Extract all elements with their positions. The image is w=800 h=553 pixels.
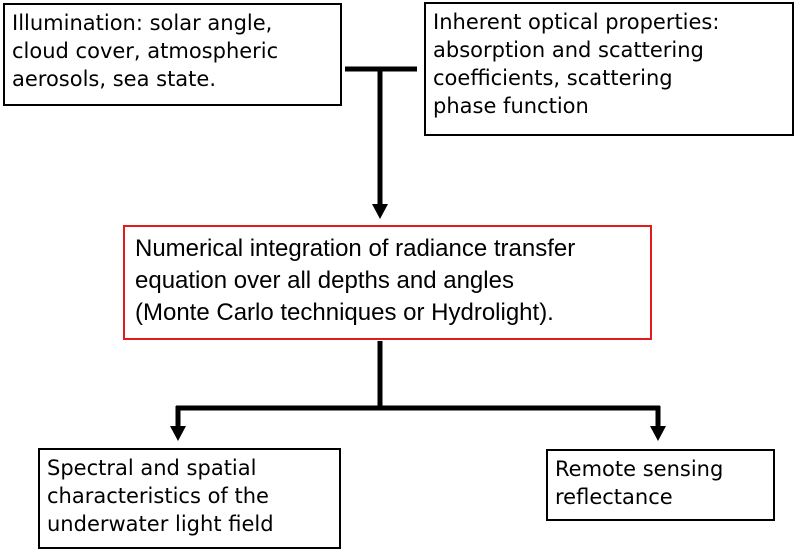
arrowhead-to-reflectance — [650, 426, 666, 441]
remote-sensing-reflectance-box: Remote sensing reflectance — [546, 449, 775, 521]
illumination-box: Illumination: solar angle, cloud cover, … — [3, 3, 342, 106]
arrowhead-to-light-field — [170, 426, 186, 441]
inherent-optical-properties-box: Inherent optical properties: absorption … — [424, 2, 794, 136]
numerical-integration-box: Numerical integration of radiance transf… — [123, 225, 652, 340]
arrowhead-to-integration — [372, 204, 388, 219]
light-field-box: Spectral and spatial characteristics of … — [38, 448, 341, 549]
